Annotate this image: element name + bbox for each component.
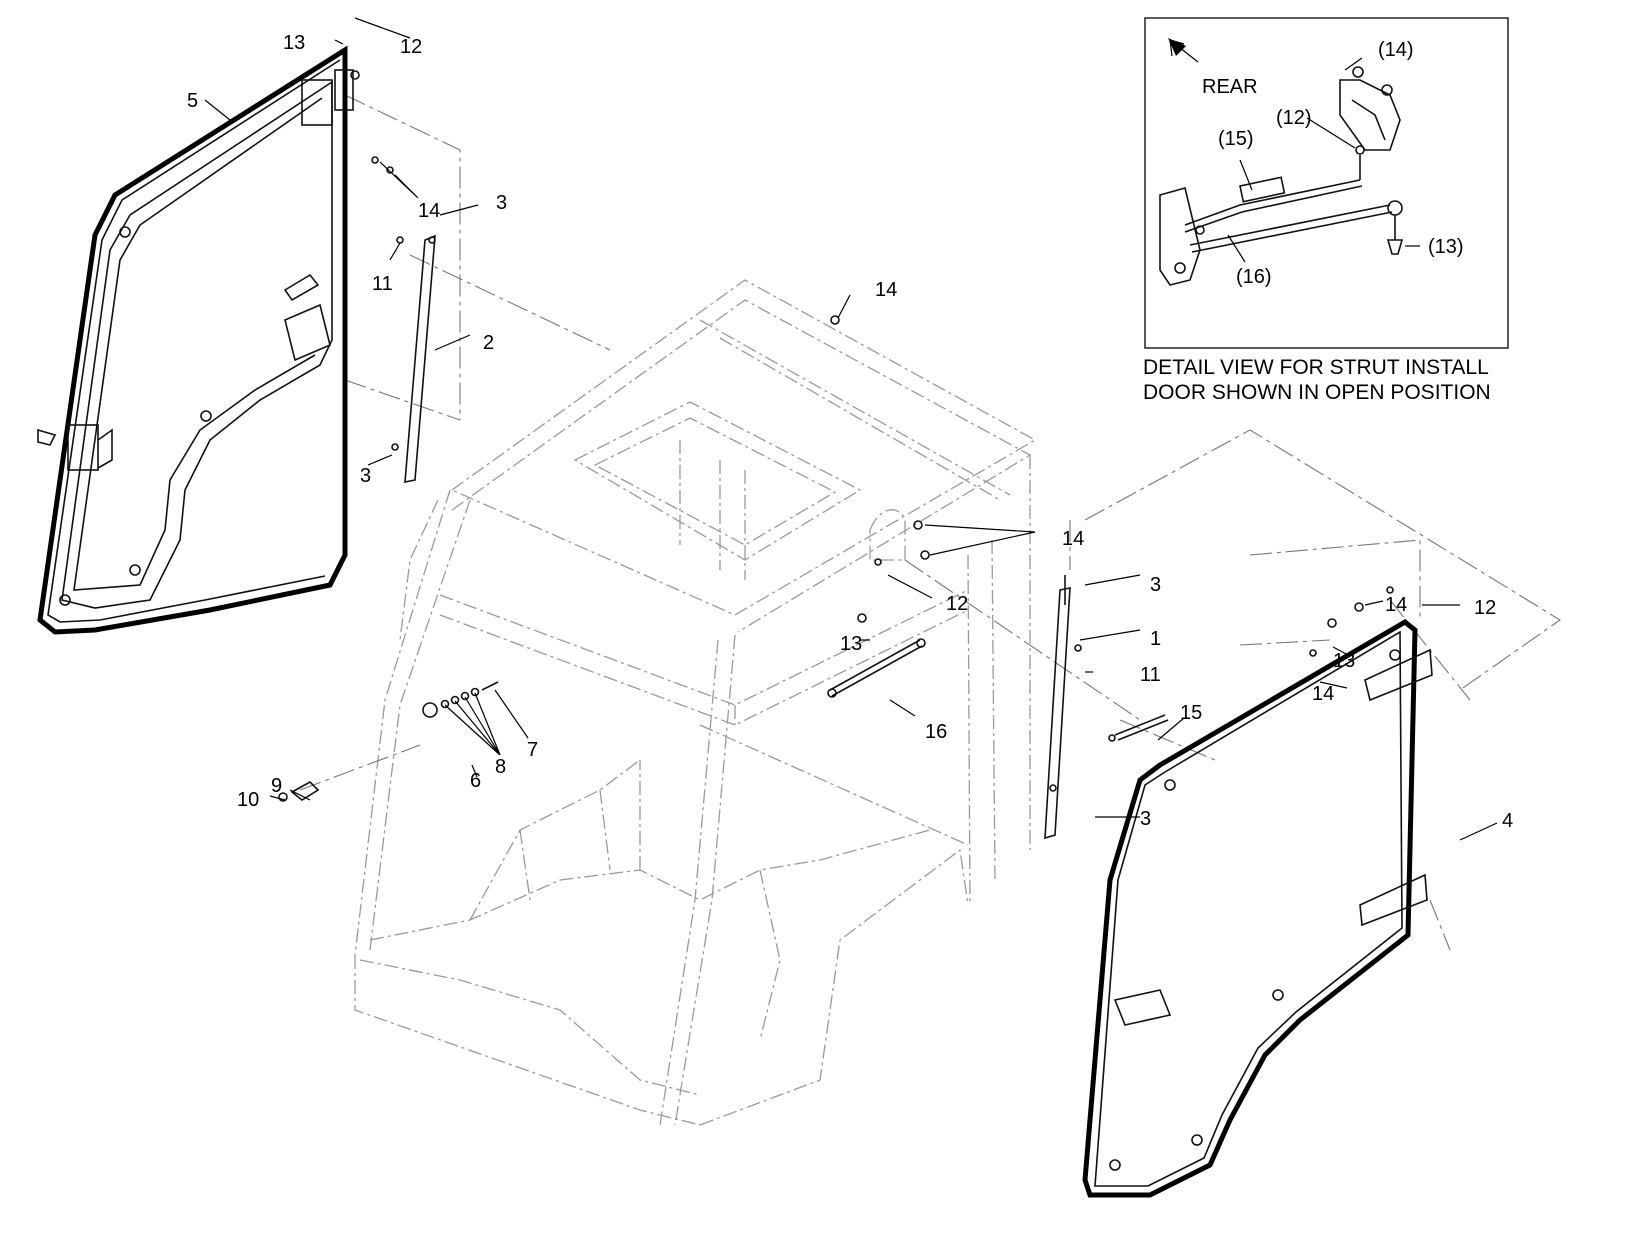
- callout-11: 11: [1140, 664, 1161, 686]
- callout-12: 12: [1474, 597, 1496, 619]
- callout-10: 10: [237, 789, 259, 811]
- callout-4: 4: [1502, 810, 1513, 832]
- cab-frame: [354, 279, 1037, 1126]
- callout-1: 1: [1150, 628, 1161, 650]
- callout-13: 13: [840, 633, 862, 655]
- detail-callout-13: (13): [1428, 236, 1464, 258]
- left-door: [37, 45, 360, 635]
- callout-8: 8: [495, 756, 506, 778]
- detail-caption-line-2: DOOR SHOWN IN OPEN POSITION: [1143, 381, 1491, 404]
- hardware: [278, 156, 1394, 802]
- leader-lines: [204, 17, 1498, 841]
- callout-3: 3: [1150, 574, 1161, 596]
- detail-callout-16: (16): [1236, 266, 1272, 288]
- detail-caption-line-1: DETAIL VIEW FOR STRUT INSTALL: [1143, 356, 1489, 379]
- right-door: [1082, 618, 1433, 1198]
- detail-callout-12: (12): [1276, 107, 1312, 129]
- callout-5: 5: [187, 90, 198, 112]
- callout-2: 2: [483, 332, 494, 354]
- detail-view-labels: REAR (14) (12) (15) (16) (13) DETAIL VIE…: [1143, 39, 1491, 404]
- callout-6: 6: [470, 770, 481, 792]
- callout-3: 3: [496, 192, 507, 214]
- callout-9: 9: [271, 775, 282, 797]
- callout-3: 3: [1140, 808, 1151, 830]
- callout-13: 13: [283, 32, 305, 54]
- callout-11: 11: [372, 273, 393, 295]
- detail-callout-14: (14): [1378, 39, 1414, 61]
- callout-12: 12: [400, 36, 422, 58]
- callout-labels: 13 12 5 14 3 11 2 3 14 14 12 13 3 1 11 1…: [187, 32, 1513, 832]
- callout-3: 3: [360, 465, 371, 487]
- callout-14: 14: [1062, 528, 1084, 550]
- callout-16: 16: [925, 721, 947, 743]
- callout-15: 15: [1180, 702, 1202, 724]
- rear-label: REAR: [1202, 76, 1258, 98]
- link-rod-16: [827, 638, 926, 698]
- callout-7: 7: [527, 739, 538, 761]
- callout-14: 14: [1385, 594, 1407, 616]
- strut-bar-1: [1044, 575, 1071, 840]
- callout-12: 12: [946, 593, 968, 615]
- callout-14: 14: [418, 200, 440, 222]
- detail-callout-15: (15): [1218, 128, 1254, 150]
- callout-13: 13: [1333, 650, 1355, 672]
- gas-strut-15: [1108, 714, 1169, 742]
- detail-view: [1144, 17, 1509, 349]
- install-lines: [299, 94, 1562, 951]
- strut-bar-2: [391, 234, 436, 483]
- callout-14: 14: [1312, 683, 1334, 705]
- callout-14: 14: [875, 279, 897, 301]
